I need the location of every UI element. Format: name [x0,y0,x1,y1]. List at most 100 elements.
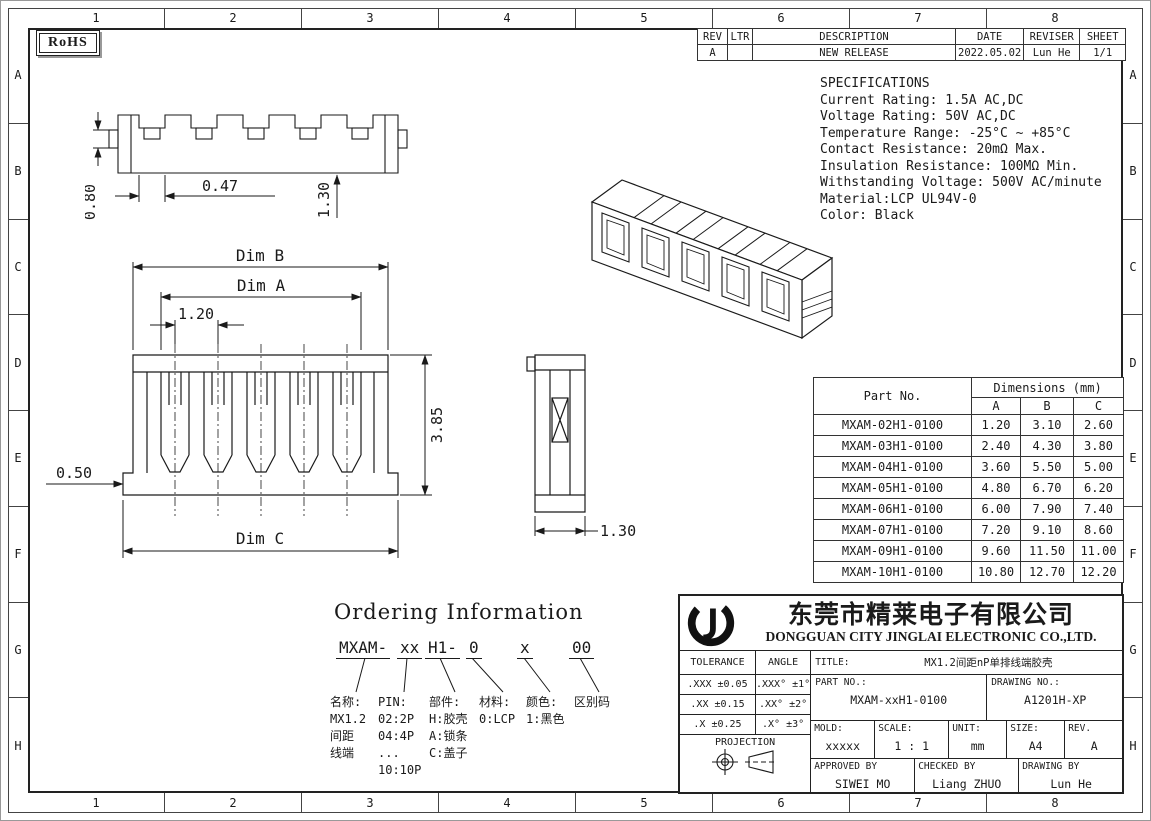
dimensions-header: Dimensions (mm) [971,377,1124,398]
frame-row-label: A [8,28,28,124]
frame-col-label: 7 [850,8,987,28]
frame-row-label: D [1123,315,1143,411]
legend-pin: PIN: 02:2P 04:4P ... 10:10P [378,694,430,779]
dim-b-header: B [1020,397,1074,415]
order-code-suffix: 00 [569,638,595,659]
dim-label-front-pitch: 1.20 [178,305,214,323]
dim-c: 3.80 [1073,435,1124,457]
dim-c-header: C [1073,397,1124,415]
side-view-drawing: 1.30 [526,354,636,540]
revision-table: REV LTR DESCRIPTION DATE REVISER SHEET A… [697,28,1127,61]
legend-line: ... [378,746,400,760]
legend-line: 材料: [479,695,511,709]
mold-label: MOLD: [814,723,843,734]
frame-col-label: 1 [28,8,165,28]
title-block: 东莞市精莱电子有限公司 DONGGUAN CITY JINGLAI ELECTR… [678,594,1124,794]
title-label: TITLE: [815,657,850,668]
spec-line: Material:LCP UL94V-0 [820,191,977,207]
frame-col-label: 5 [576,8,713,28]
legend-line: 间距 [330,729,355,743]
part-no: MXAM-05H1-0100 [813,477,972,499]
tolerance-header-row: TOLERANCE ANGLE [680,651,811,675]
mold-row: MOLD: xxxxx SCALE: 1 : 1 UNIT: mm SIZE: … [811,721,1124,759]
frame-col-label: 3 [302,793,439,813]
frame-col-label: 6 [713,8,850,28]
dim-b: 9.10 [1020,519,1074,541]
frame-row-label: A [1123,28,1143,124]
specifications-title: SPECIFICATIONS [820,76,930,91]
part-number-row: PART NO.: MXAM-xxH1-0100 DRAWING NO.: A1… [811,675,1124,721]
frame-row-label: B [8,124,28,220]
dim-a: 1.20 [971,414,1021,436]
order-code-color: x [517,638,533,659]
top-view-drawing: 0.47 0.80 1.30 [85,112,408,220]
dim-label-front-c: Dim C [236,529,284,548]
title-section: TITLE: MX1.2间距nP单排线端胶壳 PART NO.: MXAM-xx… [811,651,1124,793]
frame-row-label: G [8,603,28,699]
company-name-cn: 东莞市精莱电子有限公司 [787,599,1074,629]
frame-col-label: 5 [576,793,713,813]
frame-column-labels-top: 1 2 3 4 5 6 7 8 [28,8,1123,28]
part-no: MXAM-03H1-0100 [813,435,972,457]
scale-cell: SCALE: 1 : 1 [875,721,950,758]
title-row: TITLE: MX1.2间距nP单排线端胶壳 [811,651,1124,675]
legend-line: 10:10P [378,763,422,777]
frame-col-label: 6 [713,793,850,813]
dim-label-front-a: Dim A [237,276,286,295]
frame-row-labels-right: A B C D E F G H [1123,28,1143,793]
spec-line: Voltage Rating: 50V AC,DC [820,109,1016,124]
date-header: DATE [954,28,1025,45]
dim-c: 6.20 [1073,477,1124,499]
legend-line: 区别码 [574,695,611,709]
spec-line: Contact Resistance: 20mΩ Max. [820,142,1047,157]
legend-line: PIN: [378,695,407,709]
revision-row: A NEW RELEASE 2022.05.02 Lun He 1/1 [697,44,1127,61]
tolerance-label: TOLERANCE [680,651,756,674]
ordering-connector-lines [355,658,600,693]
angle-value: .X° ±3° [762,719,805,730]
dim-b: 7.90 [1020,498,1074,520]
legend-color: 颜色: 1:黑色 [526,694,574,728]
unit-cell: UNIT: mm [949,721,1008,758]
spec-line: Insulation Resistance: 100MΩ Min. [820,158,1079,174]
dim-a-header: A [971,397,1021,415]
scale-value: 1 : 1 [894,739,929,753]
company-names: 东莞市精莱电子有限公司 DONGGUAN CITY JINGLAI ELECTR… [744,599,1118,646]
rev-value: A [1090,739,1098,753]
tolerance-row: .XX ±0.15 .XX° ±2° [680,695,811,715]
frame-row-label: H [1129,738,1137,753]
angle-label: ANGLE [768,657,799,668]
unit-value: mm [970,739,985,753]
legend-line: 1:黑色 [526,712,565,726]
rev-label: REV. [1068,723,1092,734]
part-table-header-row: Part No. Dimensions (mm) [813,377,1124,415]
legend-line: 0:LCP [479,712,516,726]
spec-line: Withstanding Voltage: 500V AC/minute [820,175,1102,190]
dim-c: 2.60 [1073,414,1124,436]
frame-row-label: B [1123,124,1143,220]
description-header: DESCRIPTION [752,28,956,45]
order-code-pin: xx [397,638,423,659]
mold-cell: MOLD: xxxxx [811,721,876,758]
rev-value: A [697,44,728,61]
approved-cell: APPROVED BY SIWEI MO [811,759,916,793]
frame-row-label: H [14,738,22,753]
part-no: MXAM-09H1-0100 [813,540,972,562]
part-no: MXAM-02H1-0100 [813,414,972,436]
frame-row-label: E [8,411,28,507]
tolerance-row: .X ±0.25 .X° ±3° [680,715,811,735]
frame-row-label: G [1123,603,1143,699]
dim-c: 11.00 [1073,540,1124,562]
dim-a: 3.60 [971,456,1021,478]
legend-line: A:锁条 [429,729,468,743]
order-code-part: H1- [425,638,460,659]
dim-c: 5.00 [1073,456,1124,478]
part-no-label: PART NO.: [815,677,867,688]
ordering-information-title: Ordering Information [334,600,584,624]
legend-suffix: 区别码 [574,694,624,711]
angle-value: .XXX° ±1° [756,679,811,690]
frame-col-label: 7 [850,793,987,813]
